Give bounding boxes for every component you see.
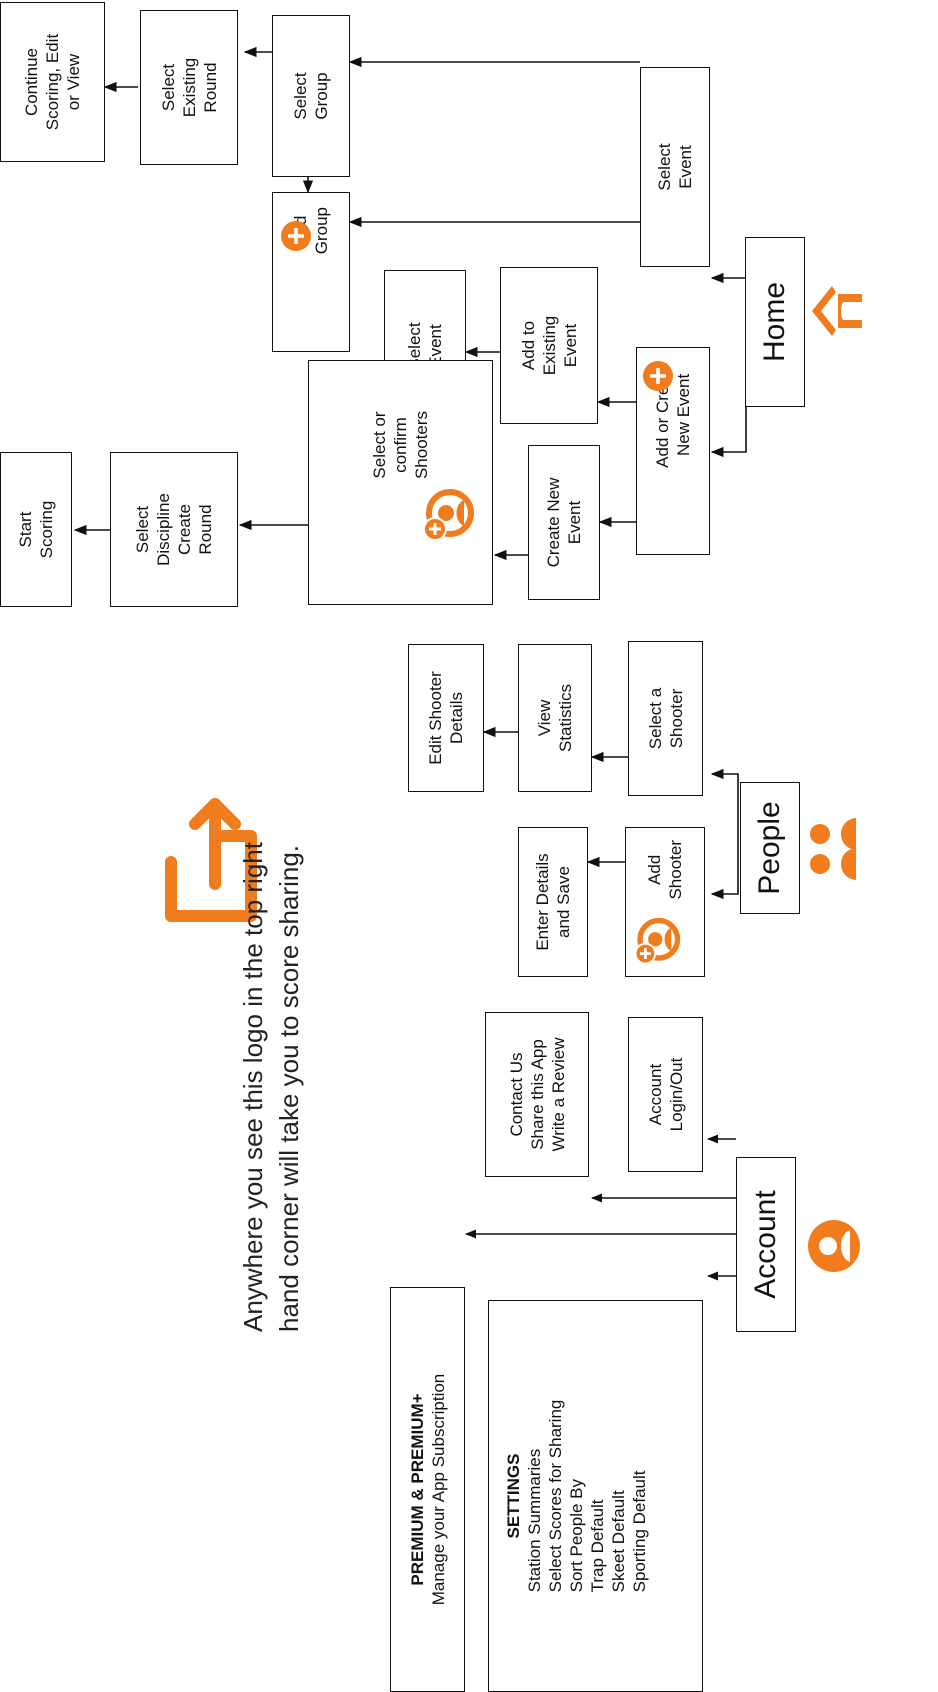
start-scoring-node[interactable]: Start Scoring	[0, 452, 72, 607]
share-icon	[165, 798, 257, 922]
add-existing-event-node[interactable]: Add to Existing Event	[500, 267, 598, 424]
account-icon	[808, 1220, 860, 1272]
premium-node[interactable]: PREMIUM & PREMIUM+ Manage your App Subsc…	[390, 1287, 465, 1692]
account-login-node[interactable]: Account Login/Out	[628, 1017, 703, 1172]
continue-scoring-node[interactable]: Continue Scoring, Edit or View	[0, 2, 105, 162]
add-shooter-icon	[423, 489, 474, 541]
plus-circle-icon	[281, 221, 311, 251]
home-icon	[812, 286, 862, 336]
create-new-event-node[interactable]: Create New Event	[528, 445, 600, 600]
settings-title: SETTINGS	[504, 1453, 523, 1539]
edit-shooter-node[interactable]: Edit Shooter Details	[408, 644, 484, 792]
select-group-node[interactable]: Select Group	[272, 15, 350, 177]
share-note-line1: Anywhere you see this logo in the top ri…	[238, 842, 268, 1332]
contact-node[interactable]: Contact Us Share this App Write a Review	[485, 1012, 589, 1177]
people-node[interactable]: People	[740, 782, 800, 914]
share-note: Anywhere you see this logo in the top ri…	[235, 352, 307, 1332]
plus-circle-icon	[643, 361, 673, 391]
enter-details-node[interactable]: Enter Details and Save	[518, 827, 588, 977]
select-shooters-node[interactable]: Select or confirm Shooters	[308, 360, 493, 605]
settings-node[interactable]: SETTINGS Station Summaries Select Scores…	[488, 1300, 703, 1692]
premium-title: PREMIUM & PREMIUM+	[407, 1393, 427, 1586]
add-shooter-icon	[634, 917, 681, 965]
premium-subtitle: Manage your App Subscription	[428, 1373, 448, 1606]
people-icon	[810, 818, 856, 880]
home-node[interactable]: Home	[745, 237, 805, 407]
add-group-node[interactable]: Add Group	[272, 192, 350, 352]
select-discipline-node[interactable]: Select Discipline Create Round	[110, 452, 238, 607]
select-existing-round-node[interactable]: Select Existing Round	[140, 10, 238, 165]
select-event-node[interactable]: Select Event	[640, 67, 710, 267]
select-shooter-node[interactable]: Select a Shooter	[628, 641, 703, 796]
view-statistics-node[interactable]: View Statistics	[518, 644, 592, 792]
settings-items: Station Summaries Select Scores for Shar…	[525, 1399, 649, 1593]
share-note-line2: hand corner will take you to score shari…	[274, 844, 304, 1332]
account-node[interactable]: Account	[736, 1157, 796, 1332]
